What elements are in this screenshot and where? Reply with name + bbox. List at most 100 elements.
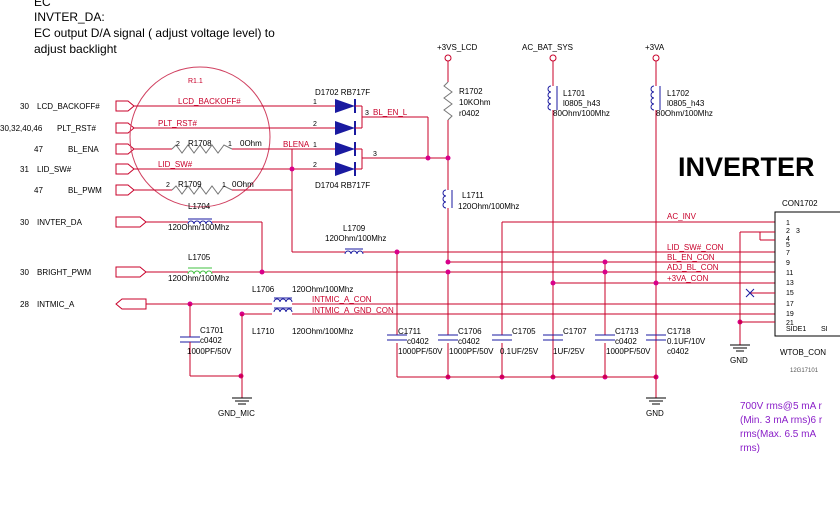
con1702-pin-column: 1 2 3 4 5 7 9 11 13 15 17 19 21 — [786, 220, 800, 327]
port-bl-ena: 47 BL_ENA — [34, 143, 135, 155]
d1702-label: D1702 RB717F — [315, 88, 370, 97]
r1709-value: 0Ohm — [232, 180, 254, 189]
rail-va: +3VA — [645, 43, 665, 86]
header-line-1: INVTER_DA: — [34, 10, 105, 24]
l1705-coil — [187, 270, 213, 275]
port-intmic-a: 28 INTMIC_A — [20, 298, 147, 310]
con1702-ref: CON1702 — [782, 199, 818, 208]
con1702-side-cut: SI — [821, 326, 828, 333]
ground-main: GND — [646, 397, 666, 418]
r1708-ref: R1708 — [188, 139, 212, 148]
resistor-r1709: R1709 0Ohm 2 1 — [166, 180, 254, 195]
l1706-ref: L1706 — [252, 285, 275, 294]
l1702-package: l0805_h43 — [667, 99, 705, 108]
l1705-ref: L1705 — [188, 253, 211, 262]
c1701-ref: C1701 — [200, 326, 224, 335]
port-ref: 47 — [34, 186, 43, 195]
net-ac-inv-label: AC_INV — [667, 212, 697, 221]
r1708-zigzag — [171, 144, 233, 154]
port-lcd-backoff: 30 LCD_BACKOFF# — [20, 100, 135, 112]
inductor-l1705: L1705 120Ohm/100Mhz — [146, 253, 775, 283]
junction-dot — [602, 259, 608, 265]
resistor-r1702: R1702 10KOhm r0402 — [443, 81, 491, 158]
port-arrow — [115, 143, 135, 155]
l1701-coil — [547, 85, 552, 111]
header-line-0: EC — [34, 0, 51, 9]
d1704-pin-1: 1 — [313, 142, 317, 149]
gnd-conn-label: GND — [730, 356, 748, 365]
l1702-coil — [650, 85, 655, 111]
con1702-pin: 17 — [786, 301, 794, 308]
l1702-ref: L1702 — [667, 89, 690, 98]
c1706-package: c0402 — [458, 337, 480, 346]
port-arrow — [115, 298, 147, 310]
ground-mic: GND_MIC — [218, 397, 255, 418]
l1701-value: 80Ohm/100Mhz — [553, 109, 610, 118]
junction-dot — [445, 259, 451, 265]
connector-con1702: CON1702 1 2 3 4 5 7 9 11 13 15 17 19 21 … — [774, 199, 840, 374]
gnd-main-label: GND — [646, 409, 664, 418]
con1702-pin: 5 — [786, 242, 790, 249]
port-ref: 30 — [20, 268, 29, 277]
inductor-l1702: L1702 l0805_h43 80Ohm/100Mhz — [650, 85, 713, 118]
net-lid-sw-label: LID_SW# — [158, 160, 193, 169]
r1709-ref: R1709 — [178, 180, 202, 189]
port-ref: 28 — [20, 300, 29, 309]
c1718-ref: C1718 — [667, 327, 691, 336]
con1702-pin: 2 — [786, 228, 790, 235]
con1702-pin: 9 — [786, 260, 790, 267]
port-bright-pwm: 30 BRIGHT_PWM — [20, 266, 147, 278]
l1709-coil — [344, 250, 364, 255]
c1713-value: 1000PF/50V — [606, 347, 651, 356]
net-bl-en-l-label: BL_EN_L — [373, 108, 408, 117]
port-arrow — [115, 122, 135, 134]
capacitor-c1701: C1701 c0402 1000PF/50V — [180, 304, 243, 398]
con1702-pin: 19 — [786, 311, 794, 318]
junction-dot — [653, 280, 659, 286]
l1711-ref: L1711 — [462, 191, 484, 200]
l1710-ref: L1710 — [252, 327, 275, 336]
port-ref: 47 — [34, 145, 43, 154]
con1702-pin: 15 — [786, 290, 794, 297]
net-va-con-label: +3VA_CON — [667, 274, 709, 283]
c1711-value: 1000PF/50V — [398, 347, 443, 356]
inductor-l1711: L1711 120Ohm/100Mhz — [442, 158, 519, 262]
inverter-title: INVERTER — [678, 152, 815, 182]
junction-dot — [602, 269, 608, 275]
c1707-value: 1UF/25V — [553, 347, 585, 356]
rail-ac-bat-sys: AC_BAT_SYS — [522, 43, 573, 86]
c1711-package: c0402 — [407, 337, 429, 346]
port-name: BL_ENA — [68, 145, 99, 154]
c1718-value: c0402 — [667, 347, 689, 356]
l1704-value: 120Ohm/100Mhz — [168, 223, 229, 232]
r1708-pin-2: 2 — [176, 141, 180, 148]
port-arrow — [115, 184, 135, 196]
l1709-ref: L1709 — [343, 224, 366, 233]
spec-note: 700V rms@5 mA r (Min. 3 mA rms)6 r rms(M… — [740, 401, 823, 454]
d1702-pin-2: 2 — [313, 121, 317, 128]
port-plt-rst: 30,32,40,46 PLT_RST# — [0, 122, 135, 134]
rail-ac-bat-sys-terminal — [549, 54, 557, 62]
r1708-value: 0Ohm — [240, 139, 262, 148]
con1702-pin: 11 — [786, 270, 793, 277]
net-bl-en-con-label: BL_EN_CON — [667, 253, 715, 262]
c1718-package: 0.1UF/10V — [667, 337, 706, 346]
d1702-pin-1: 1 — [313, 99, 317, 106]
inductor-l1709: L1709 120Ohm/100Mhz — [292, 224, 775, 255]
net-blena-label: BLENA — [283, 140, 310, 149]
con1702-pin: 4 — [786, 236, 790, 243]
c1705-ref: C1705 — [512, 327, 536, 336]
note-line-1: 700V rms@5 mA r — [740, 401, 823, 412]
r1709-pin-1: 1 — [222, 182, 226, 189]
gnd-mic-label: GND_MIC — [218, 409, 255, 418]
port-bl-pwm: 47 BL_PWM — [34, 184, 135, 196]
l1711-value: 120Ohm/100Mhz — [458, 202, 519, 211]
c1705-value: 0.1UF/25V — [500, 347, 539, 356]
junction-dot — [289, 166, 295, 172]
port-arrow — [115, 216, 147, 228]
con1702-pin: 3 — [796, 228, 800, 235]
d1702-a-triangle — [335, 99, 355, 113]
con1702-part-number: 12G17101 — [790, 368, 819, 374]
inductor-l1706: L1706 120Ohm/100Mhz — [146, 285, 775, 305]
l1702-value: 80Ohm/100Mhz — [656, 109, 713, 118]
